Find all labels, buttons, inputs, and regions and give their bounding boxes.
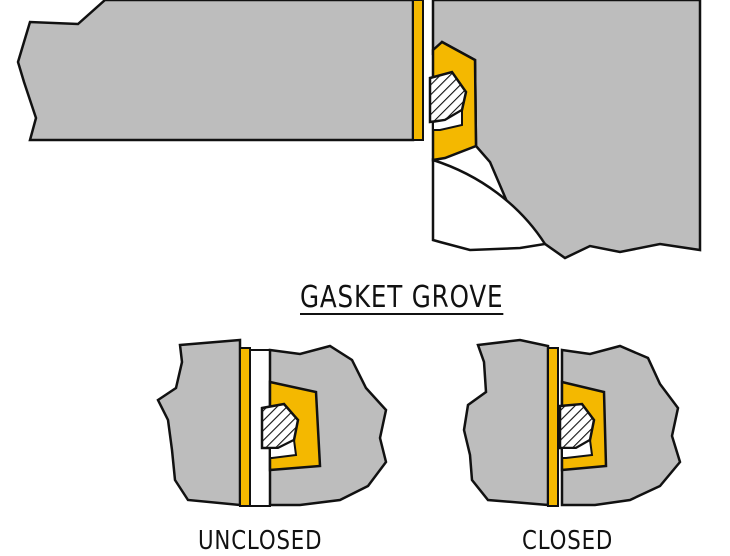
unclosed-left-gasket-strip: [239, 347, 251, 507]
unclosed-left-piece: [156, 338, 242, 507]
flange-bevel: [431, 158, 548, 252]
diagram-title: GASKET GROVE: [300, 280, 504, 315]
unclosed-view: [156, 338, 388, 507]
left-gasket-strip: [412, 0, 424, 141]
closed-left-piece: [462, 338, 550, 507]
closed-view: [462, 338, 682, 507]
closed-gasket-strip: [547, 347, 559, 507]
main-section-view: [16, 0, 702, 260]
left-flange-body: [16, 0, 415, 142]
closed-label: CLOSED: [522, 526, 614, 556]
unclosed-label: UNCLOSED: [198, 526, 323, 556]
